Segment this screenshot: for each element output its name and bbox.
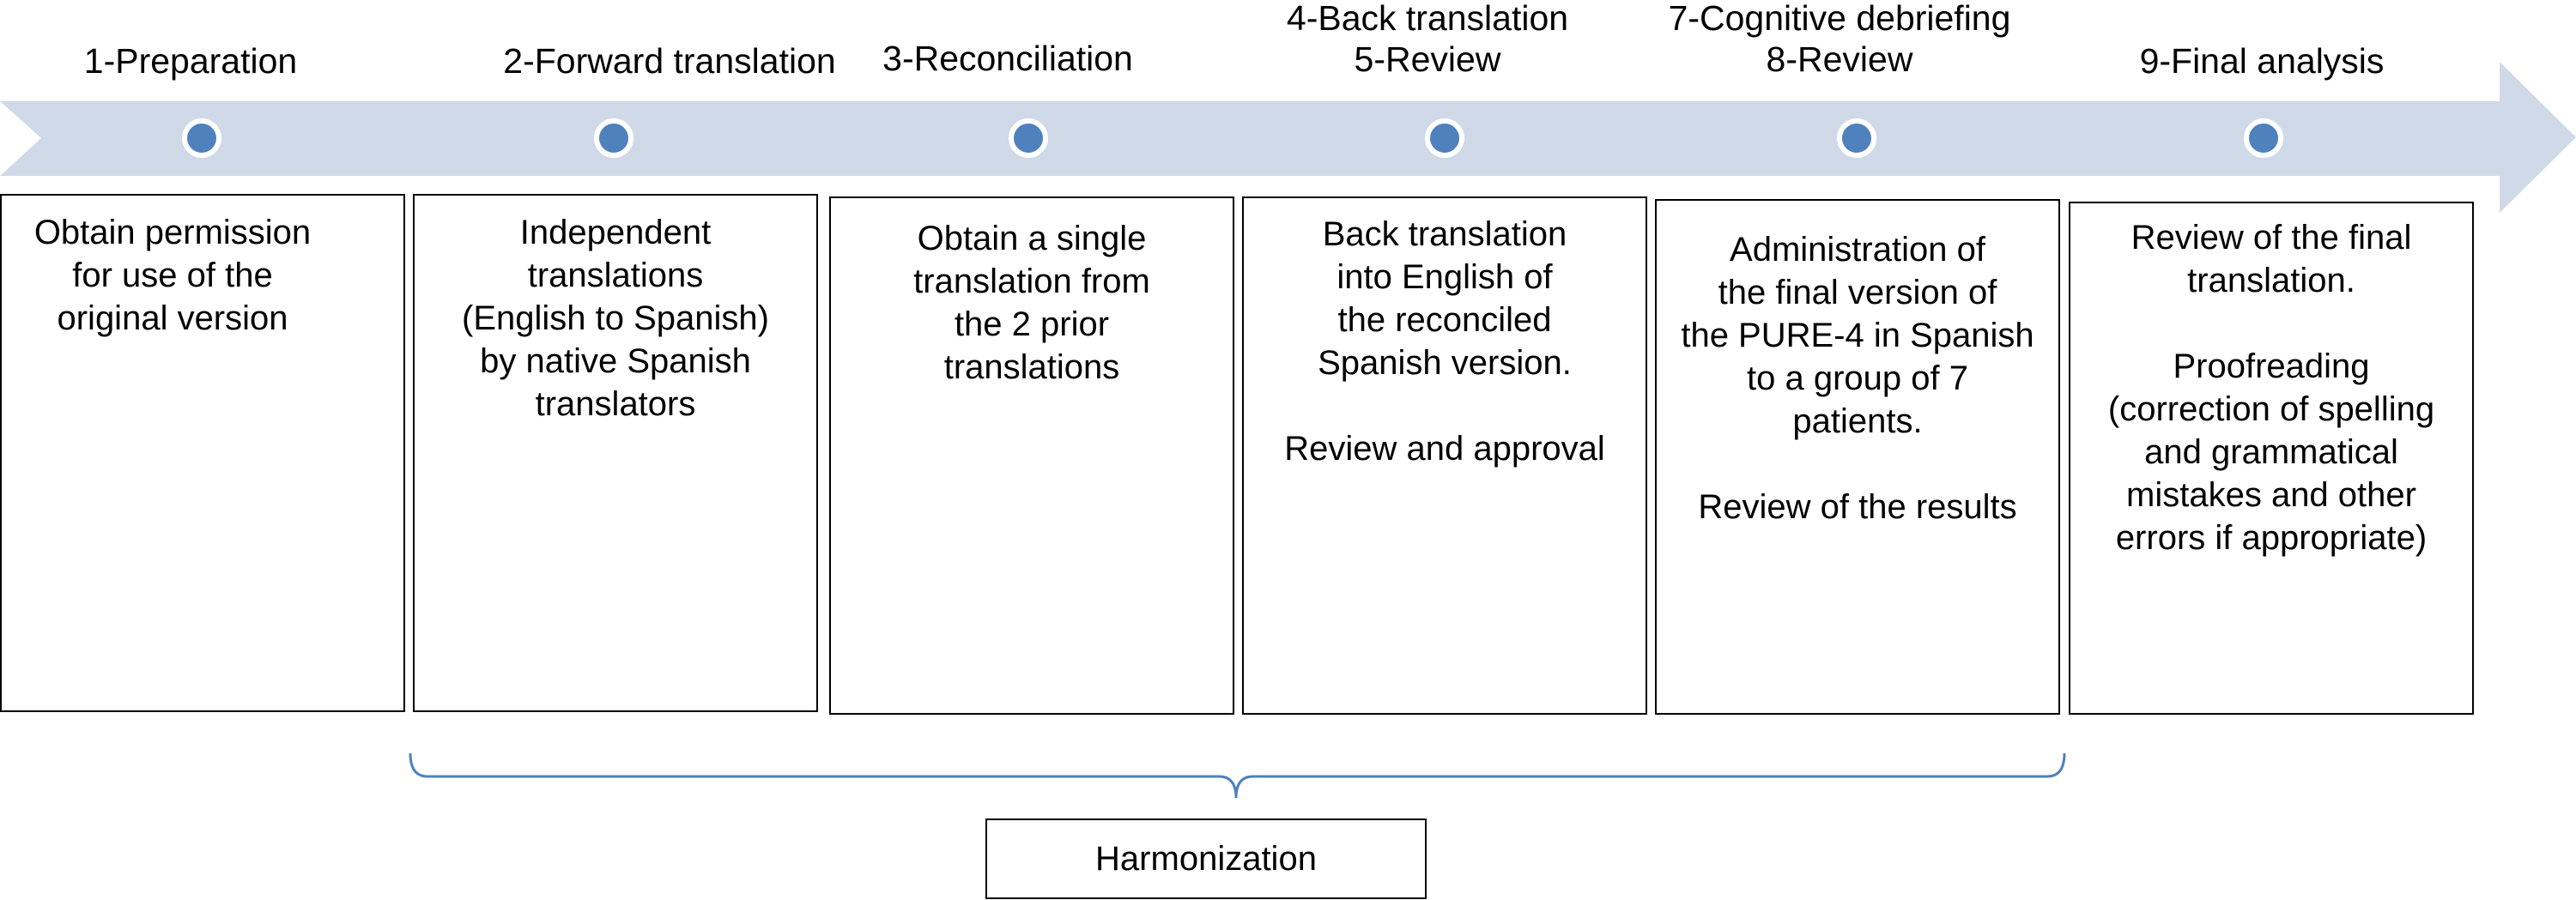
harmonization-box: Harmonization	[985, 818, 1427, 899]
step-box-forward-translation: Independent translations (English to Spa…	[413, 194, 818, 712]
timeline-dot-2	[594, 118, 633, 158]
step-box-reconciliation: Obtain a single translation from the 2 p…	[829, 196, 1234, 715]
timeline-dot-1	[182, 118, 221, 158]
step-text-preparation: Obtain permission for use of the origina…	[33, 214, 312, 337]
step-box-final-analysis: Review of the final translation. Proofre…	[2069, 202, 2474, 715]
step-box-cognitive-debriefing: Administration of the final version of t…	[1655, 199, 2060, 715]
timeline-dot-5	[1837, 118, 1876, 158]
stage-label-forward-translation: 2-Forward translation	[503, 41, 836, 81]
step-box-preparation: Obtain permission for use of the origina…	[0, 194, 405, 712]
stage-label-cognitive-debriefing-review: 7-Cognitive debriefing 8-Review	[1668, 0, 2011, 79]
step-text-forward-translation: Independent translations (English to Spa…	[462, 214, 769, 423]
timeline-arrow	[0, 62, 2576, 213]
stage-label-back-translation-review: 4-Back translation 5-Review	[1286, 0, 1569, 79]
stage-label-reconciliation: 3-Reconciliation	[882, 39, 1133, 78]
step-text-reconciliation: Obtain a single translation from the 2 p…	[913, 220, 1150, 386]
timeline-dot-6	[2244, 118, 2283, 158]
step-box-back-translation: Back translation into English of the rec…	[1242, 196, 1647, 715]
harmonization-label: Harmonization	[1095, 840, 1317, 878]
step-text-cognitive-debriefing: Administration of the final version of t…	[1681, 231, 2034, 526]
step-text-final-analysis: Review of the final translation. Proofre…	[2107, 219, 2435, 557]
step-text-back-translation: Back translation into English of the rec…	[1284, 215, 1605, 468]
timeline-dot-4	[1425, 118, 1464, 158]
harmonization-brace	[409, 752, 2066, 799]
stage-label-preparation: 1-Preparation	[83, 41, 298, 81]
stage-label-final-analysis: 9-Final analysis	[2139, 41, 2385, 81]
timeline-dot-3	[1009, 118, 1048, 158]
